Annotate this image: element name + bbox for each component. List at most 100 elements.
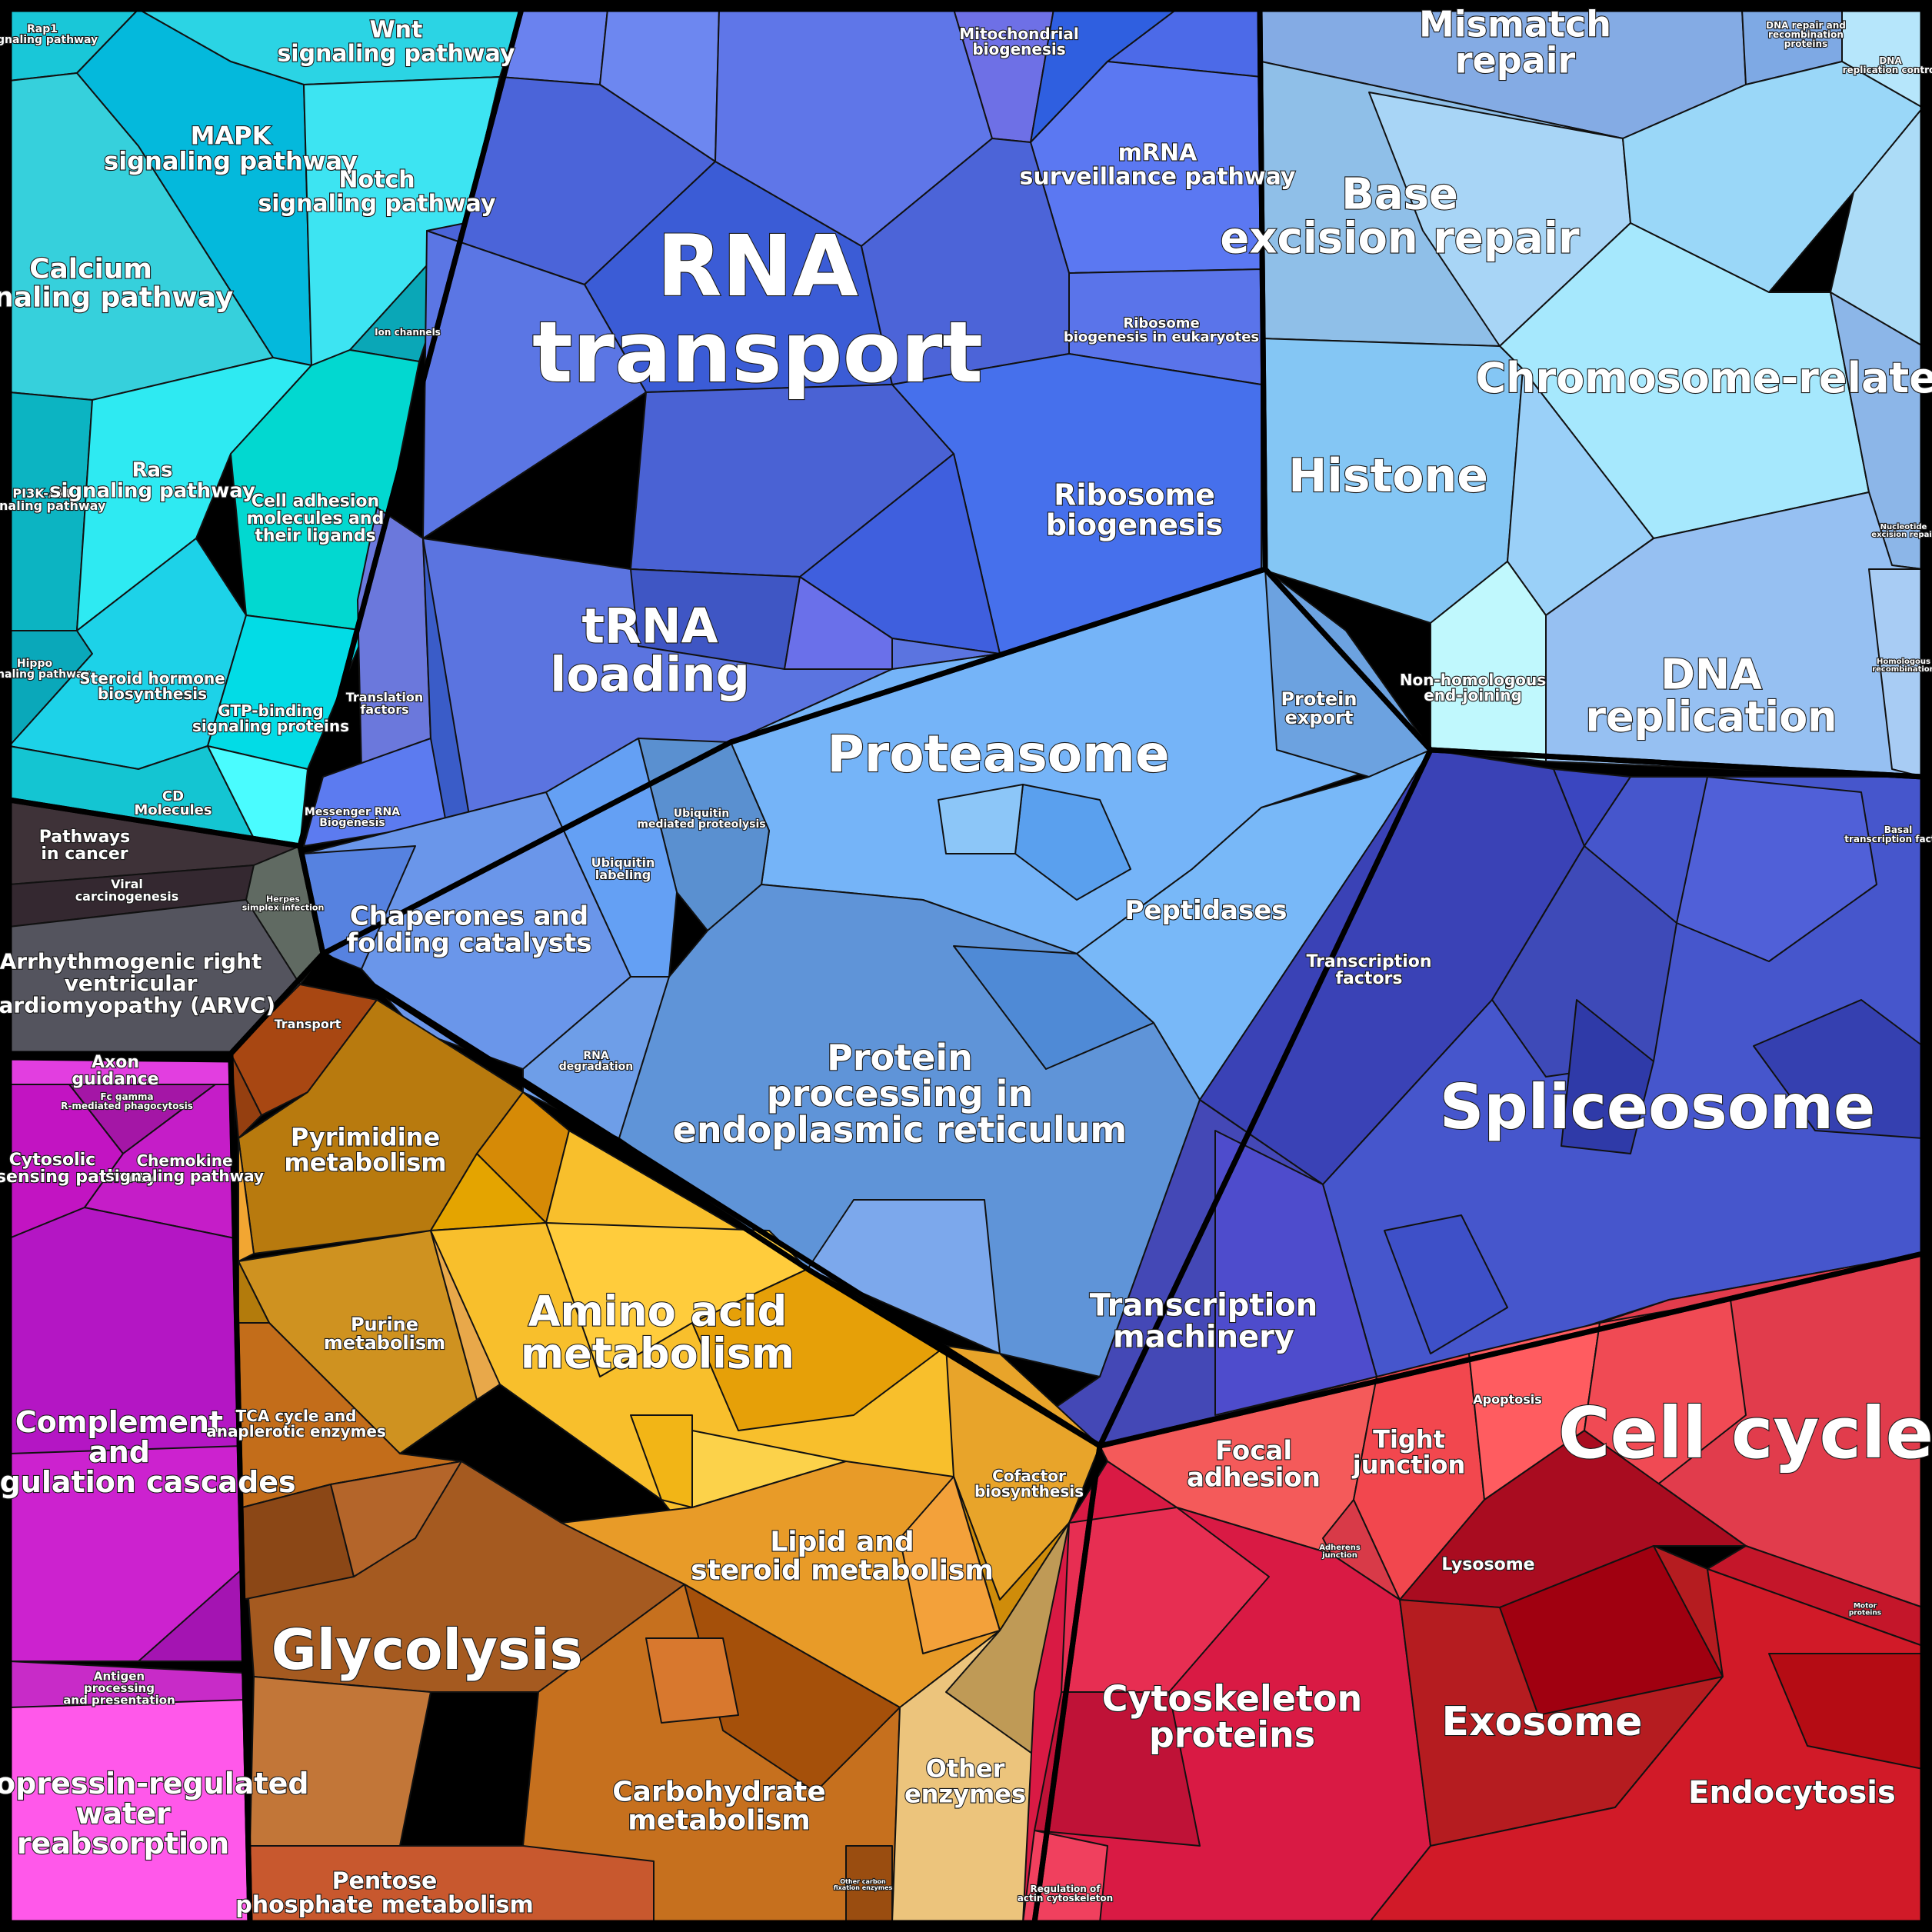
- label-line: DNA-sensing pathway: [0, 1168, 157, 1187]
- cell-cyto-b[interactable]: [1061, 1507, 1270, 1693]
- label-line: molecules and: [247, 509, 385, 528]
- cell-gly-d[interactable]: [249, 1676, 431, 1847]
- cell-transport-b[interactable]: [230, 1053, 262, 1139]
- cell-prot-c[interactable]: [938, 784, 1024, 854]
- label-line: biosynthesis: [974, 1482, 1084, 1501]
- rna-group: [303, 8, 1266, 847]
- label-cytosolic: CytosolicDNA-sensing pathway: [0, 1151, 157, 1187]
- label-line: factors: [360, 702, 408, 717]
- label-glycolysis: Glycolysis: [271, 1617, 583, 1682]
- cell-translation[interactable]: [357, 507, 431, 770]
- label-line: junction: [1351, 1450, 1466, 1479]
- label-line: metabolism: [324, 1332, 445, 1354]
- label-line: and: [88, 1435, 150, 1469]
- label-line: metabolism: [521, 1329, 794, 1377]
- dna-group: [1259, 8, 1924, 778]
- cell-er-b[interactable]: [807, 1199, 1001, 1354]
- cellular-group: [1022, 1253, 1924, 1924]
- label-rap1: Rap1signaling pathway: [0, 23, 98, 46]
- label-line: export: [1285, 707, 1354, 728]
- cell-splice-d[interactable]: [1561, 999, 1654, 1154]
- label-line: actin cytoskeleton: [1018, 1893, 1113, 1904]
- cell-amino-c[interactable]: [691, 1268, 947, 1431]
- label-line: reabsorption: [17, 1826, 229, 1860]
- label-line: degradation: [559, 1061, 633, 1073]
- cell-splice-b[interactable]: [1676, 776, 1877, 962]
- label-line: processing in: [767, 1073, 1033, 1114]
- cell-er-c[interactable]: [953, 945, 1154, 1070]
- label-line: replication: [1585, 692, 1837, 741]
- label-line: steroid metabolism: [691, 1554, 994, 1586]
- cell-carb-c[interactable]: [645, 1637, 739, 1724]
- cell-splice-c[interactable]: [1491, 845, 1677, 1078]
- metabolism-group: [230, 984, 1101, 1924]
- cell-dna-rep[interactable]: [1545, 491, 1924, 778]
- label-line: machinery: [1113, 1319, 1294, 1354]
- label-complement: Complementandcoagulation cascades: [0, 1405, 296, 1499]
- label-line: signaling pathway: [258, 190, 496, 217]
- cell-cyto-c[interactable]: [1034, 1691, 1201, 1847]
- label-line: signaling pathway: [0, 34, 98, 46]
- label-line: recombination: [1768, 29, 1844, 40]
- label-line: transport: [532, 303, 983, 401]
- label-line: recombination: [1872, 665, 1932, 674]
- label-line: signaling pathway: [105, 1167, 264, 1185]
- label-line: biogenesis: [972, 40, 1065, 58]
- label-line: mediated proteolysis: [637, 818, 765, 831]
- label-line: adhesion: [1187, 1462, 1321, 1493]
- label-line: replication control: [1843, 65, 1932, 75]
- cell-pyr-b[interactable]: [238, 1138, 255, 1262]
- label-line: endoplasmic reticulum: [673, 1108, 1128, 1150]
- label-line: processing: [84, 1681, 155, 1695]
- label-line: proteins: [1849, 1609, 1881, 1617]
- label-line: junction: [1321, 1551, 1357, 1560]
- label-line: signaling pathway: [104, 146, 358, 175]
- label-line: phosphate metabolism: [235, 1891, 533, 1918]
- cell-gly-c[interactable]: [330, 1461, 462, 1577]
- label-line: proteins: [1149, 1714, 1315, 1755]
- label-cell-cycle: Cell cycle: [1558, 1392, 1932, 1474]
- label-peptidases: Peptidases: [1124, 895, 1287, 926]
- label-line: labeling: [595, 868, 651, 882]
- label-line: Biogenesis: [319, 817, 385, 829]
- label-exosome: Exosome: [1442, 1699, 1643, 1745]
- label-hippo: Hipposignaling pathway: [0, 658, 90, 681]
- cell-splice-e[interactable]: [1384, 1214, 1508, 1354]
- label-line: biosynthesis: [98, 685, 207, 703]
- label-line: factors: [1335, 969, 1402, 988]
- label-line: metabolism: [628, 1804, 811, 1836]
- label-line: cardiomyopathy (ARVC): [0, 993, 275, 1018]
- label-line: excision repair: [1871, 531, 1932, 539]
- label-line: folding catalysts: [346, 928, 591, 958]
- label-line: end-joining: [1424, 686, 1522, 705]
